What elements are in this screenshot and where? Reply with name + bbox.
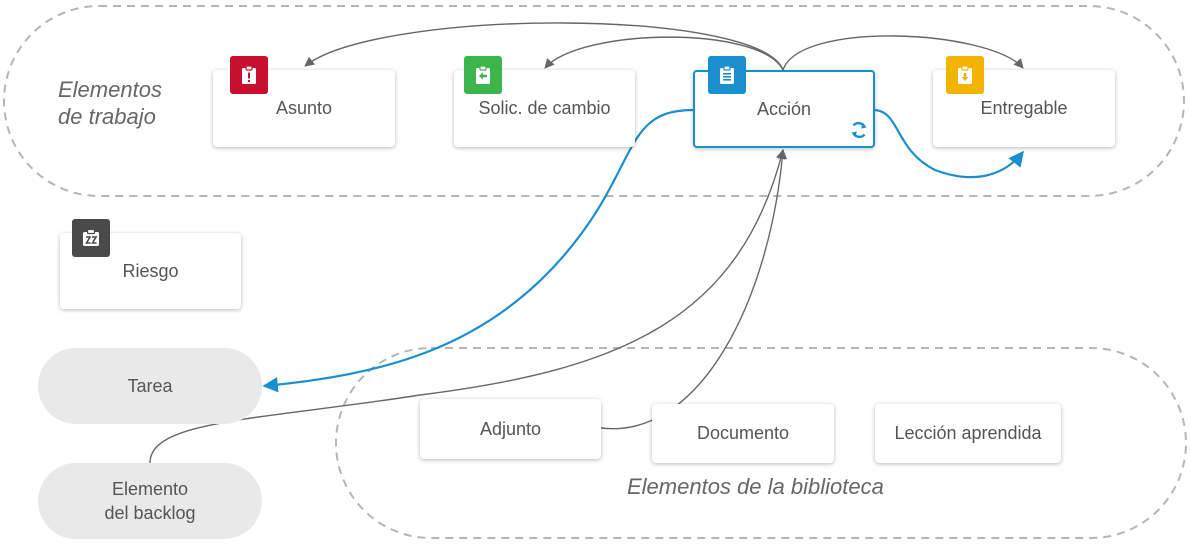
pill-tarea-label: Tarea bbox=[127, 376, 173, 396]
connector-accion-entregable-blue bbox=[874, 108, 1024, 179]
clipboard-arrow-left-icon bbox=[464, 56, 502, 94]
connector-backlog-accion bbox=[149, 149, 786, 464]
connector-adjunto-accion bbox=[600, 149, 788, 430]
library-group-label: Elementos de la biblioteca bbox=[627, 474, 884, 499]
card-accion-label: Acción bbox=[756, 98, 812, 119]
clipboard-zz-icon bbox=[72, 219, 110, 257]
refresh-icon[interactable] bbox=[849, 120, 869, 140]
work-items-group-label-line2: de trabajo bbox=[58, 104, 156, 129]
pill-tarea[interactable]: Tarea bbox=[38, 348, 262, 424]
pill-backlog-label: Elemento del backlog bbox=[104, 477, 195, 525]
card-solic-cambio-label: Solic. de cambio bbox=[478, 98, 611, 118]
card-leccion-label: Lección aprendida bbox=[894, 423, 1042, 443]
connector-accion-solic bbox=[544, 36, 784, 71]
clipboard-alert-icon bbox=[230, 56, 268, 94]
work-items-group-label: Elementos de trabajo bbox=[58, 76, 162, 130]
card-documento[interactable]: Documento bbox=[652, 404, 834, 463]
library-group-outline bbox=[335, 347, 1187, 539]
card-adjunto-label: Adjunto bbox=[479, 418, 542, 439]
card-riesgo-label: Riesgo bbox=[122, 260, 179, 281]
pill-backlog[interactable]: Elemento del backlog bbox=[38, 463, 262, 539]
card-documento-label: Documento bbox=[696, 423, 790, 443]
card-asunto-label: Asunto bbox=[275, 98, 333, 118]
connector-accion-entregable bbox=[782, 35, 1024, 71]
card-entregable-label: Entregable bbox=[980, 98, 1068, 118]
clipboard-list-icon bbox=[708, 56, 746, 94]
connector-accion-asunto bbox=[304, 22, 784, 71]
work-items-group-label-line1: Elementos bbox=[58, 77, 162, 102]
card-adjunto[interactable]: Adjunto bbox=[420, 399, 601, 459]
work-items-group-outline bbox=[3, 5, 1185, 197]
pill-backlog-label-line1: Elemento bbox=[111, 479, 189, 499]
clipboard-arrow-down-icon bbox=[946, 56, 984, 94]
pill-backlog-label-line2: del backlog bbox=[104, 503, 196, 523]
connector-accion-tarea bbox=[262, 108, 694, 393]
card-leccion[interactable]: Lección aprendida bbox=[875, 404, 1061, 463]
card-riesgo[interactable]: Riesgo bbox=[60, 233, 241, 309]
